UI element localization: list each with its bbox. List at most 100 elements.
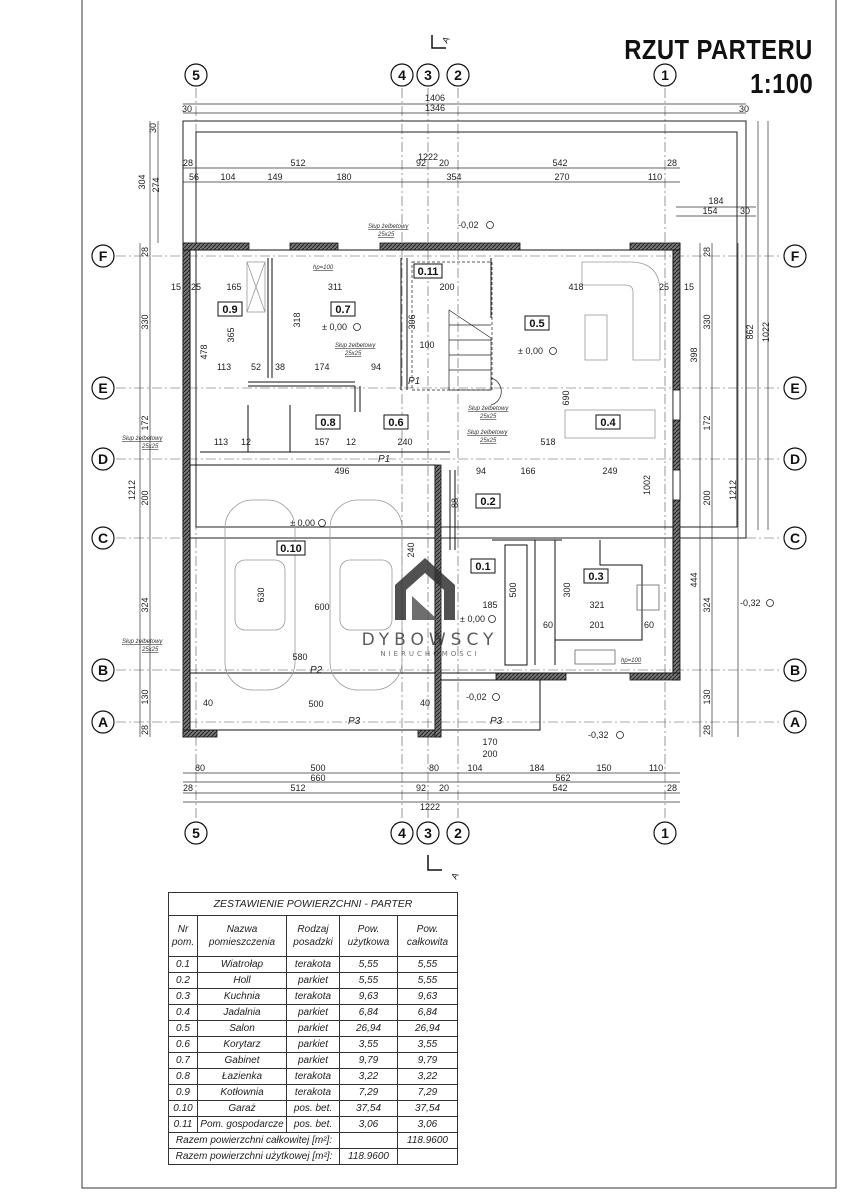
room-number: 0.10 [280, 543, 301, 555]
level-mark: -0,02 [458, 220, 479, 230]
dimension-label: 321 [589, 600, 604, 610]
table-cell: 0.7 [168, 1052, 198, 1069]
dimension-label: 184 [708, 196, 723, 206]
column-header: Nazwa pomieszczenia [197, 915, 287, 957]
table-cell: Holl [197, 972, 287, 989]
room-number: 0.1 [475, 561, 490, 573]
level-mark: -0,32 [588, 730, 609, 740]
dimension-label: 398 [689, 347, 699, 362]
dimension-label: 52 [251, 362, 261, 372]
dimension-label: 1002 [642, 475, 652, 495]
dimension-label: 30 [739, 104, 749, 114]
room-number: 0.7 [335, 304, 350, 316]
table-cell: Gabinet [197, 1052, 287, 1069]
drawing-title: RZUT PARTERU [624, 34, 813, 65]
dimension-label: 20 [439, 783, 449, 793]
room-number: 0.3 [588, 571, 603, 583]
table-cell: 0.4 [168, 1004, 198, 1021]
table-cell: 9,63 [339, 988, 398, 1005]
column-header: Pow. użytkowa [339, 915, 398, 957]
hp-note: hp=100 [313, 265, 334, 271]
room-number: 0.2 [480, 496, 495, 508]
table-caption-row: ZESTAWIENIE POWIERZCHNI - PARTER [168, 892, 458, 916]
axis-label: 4 [398, 67, 406, 83]
table-cell: 5,55 [339, 972, 398, 989]
dimension-label: 330 [140, 314, 150, 329]
table-cell: 26,94 [339, 1020, 398, 1037]
hp-note: hp=100 [621, 658, 642, 664]
table-cell: pos. bet. [286, 1116, 340, 1133]
table-cell: 37,54 [339, 1100, 398, 1117]
dimension-label: 15 [684, 282, 694, 292]
table-cell: terakota [286, 988, 340, 1005]
dimension-label: 542 [552, 158, 567, 168]
terrace-inner-outline [195, 131, 738, 528]
table-header-row: Nr pom. Nazwa pomieszczenia Rodzaj posad… [168, 915, 458, 957]
room-number: 0.9 [222, 304, 237, 316]
table-cell: 3,06 [339, 1116, 398, 1133]
dimension-label: 500 [310, 763, 325, 773]
dimension-label: 40 [203, 698, 213, 708]
column-header: Pow. całkowita [397, 915, 458, 957]
dimension-label: 28 [667, 158, 677, 168]
column-note: Słup żelbetowy [335, 343, 376, 349]
table-cell: 0.9 [168, 1084, 198, 1101]
dimension-label: 172 [140, 415, 150, 430]
table-total-row: Razem powierzchni całkowitej [m²]: 118.9… [168, 1132, 458, 1149]
dimension-label: 25 [659, 282, 669, 292]
dimension-label: 418 [568, 282, 583, 292]
dimension-label: 88 [450, 498, 460, 508]
table-cell: 3,55 [339, 1036, 398, 1053]
room-number: 0.5 [529, 318, 544, 330]
dimension-label: 28 [140, 725, 150, 735]
watermark: DYBOWSCY NIERUCHOMOŚCI [345, 631, 515, 659]
dimension-label: 580 [292, 652, 307, 662]
dimension-label: 30 [182, 104, 192, 114]
table-cell: 6,84 [339, 1004, 398, 1021]
drawing-scale: 1:100 [749, 68, 813, 99]
dimension-label: 690 [561, 390, 571, 405]
stairs [411, 261, 502, 406]
axis-label: 2 [454, 67, 462, 83]
axis-label: C [790, 530, 800, 546]
level-mark: ± 0,00 [290, 518, 315, 528]
dimension-label: 60 [543, 620, 553, 630]
axis-label: F [99, 248, 108, 264]
table-cell: 0.11 [168, 1116, 198, 1133]
table-cell: 0.5 [168, 1020, 198, 1037]
table-cell: 5,55 [397, 956, 458, 973]
column-note-size: 25x25 [479, 438, 497, 444]
table-cell: parkiet [286, 1052, 340, 1069]
dimension-label: 512 [290, 158, 305, 168]
table-cell: terakota [286, 1084, 340, 1101]
dimension-label: 149 [267, 172, 282, 182]
dimension-label: 270 [554, 172, 569, 182]
section-label: A [449, 871, 461, 881]
dimension-label: 200 [439, 282, 454, 292]
table-cell: Korytarz [197, 1036, 287, 1053]
dimension-label: 1212 [728, 480, 738, 500]
dimension-label: 92 [416, 783, 426, 793]
table-cell: 0.8 [168, 1068, 198, 1085]
room-labels: 0.1 0.2 0.3 0.4 0.5 0.6 0.7 0.8 0.9 0.10… [217, 263, 621, 584]
table-cell: Jadalnia [197, 1004, 287, 1021]
empty-cell [339, 1132, 398, 1149]
section-label: A [440, 35, 452, 45]
dimension-label: 157 [314, 437, 329, 447]
beam-label: P1 [408, 376, 420, 387]
level-mark: ± 0,00 [322, 322, 347, 332]
beam-label: P1 [378, 454, 390, 465]
dimension-lines [139, 103, 769, 803]
dimension-label: 500 [508, 582, 518, 597]
dimension-label: 304 [137, 174, 147, 189]
axis-label: 4 [398, 825, 406, 841]
column-note: Słup żelbetowy [122, 639, 163, 645]
axis-label: 5 [192, 67, 200, 83]
dimension-label: 1022 [761, 322, 771, 342]
